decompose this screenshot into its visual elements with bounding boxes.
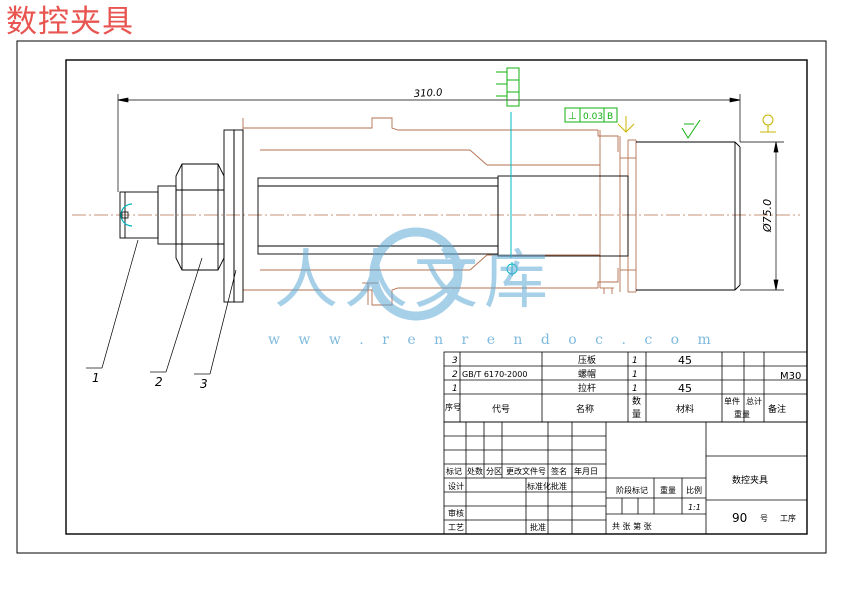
approve-label-top: 批准 — [551, 481, 567, 491]
bom-header-unit: 单件 — [724, 396, 740, 406]
number-value: 90 — [732, 511, 747, 525]
tolerance-frame — [564, 107, 618, 123]
balloon-3: 3 — [200, 377, 208, 391]
bom-header-no: 序号 — [445, 402, 461, 412]
bom-row-2-code: GB/T 6170-2000 — [462, 370, 527, 379]
sheets-label: 共 张 第 张 — [612, 521, 652, 531]
check-label: 审核 — [448, 508, 464, 518]
pressure-plate — [223, 129, 244, 303]
rev-label-mark: 标记 — [446, 466, 462, 476]
bom-row-3-qty: 1 — [632, 356, 638, 366]
bom-row-2-qty: 1 — [632, 370, 638, 380]
drawing-name: 数控夹具 — [732, 474, 768, 486]
inner-border — [65, 59, 808, 535]
length-dimension — [117, 94, 741, 192]
fixture-body — [242, 117, 637, 306]
approve-label: 批准 — [530, 522, 546, 532]
centre-mark — [120, 203, 133, 227]
balloon-1: 1 — [92, 371, 100, 385]
bom-row-2-name: 螺帽 — [578, 368, 596, 380]
process-label: 工艺 — [448, 523, 464, 532]
rev-label-count: 处数 — [467, 466, 483, 476]
weight-label: 重量 — [660, 485, 676, 495]
tolerance-symbol: ⊥ — [568, 111, 577, 122]
watermark-logo: 人人文库 — [274, 227, 554, 321]
watermark-text: 人人文库 — [274, 244, 554, 318]
datum-symbol-top — [496, 67, 520, 107]
bom-header-remark: 备注 — [768, 403, 786, 415]
hex-nut — [175, 163, 225, 271]
scale-value: 1:1 — [688, 503, 701, 512]
process-step-label: 工序 — [780, 513, 796, 523]
bom-row-3-material: 45 — [678, 354, 692, 367]
standardize-label: 标准化 — [527, 481, 551, 491]
title-block-labels: 标记 处数 分区 更改文件号 签名 年月日 设计 标准化 批准 审核 工艺 批准… — [446, 466, 796, 532]
bom-row-1-material: 45 — [678, 382, 692, 395]
balloon-2: 2 — [155, 375, 163, 389]
watermark-url: w w w . r e n r e n d o c . c o m — [268, 332, 718, 348]
length-dimension-label: 310.0 — [414, 88, 443, 100]
design-label: 设计 — [448, 481, 464, 491]
bom-row-1-name: 拉杆 — [578, 382, 596, 394]
datum-line — [506, 112, 518, 276]
tolerance-value: 0.03 — [583, 112, 603, 122]
diameter-dimension-label: Ø75.0 — [761, 199, 774, 233]
leader-lines — [86, 239, 237, 375]
page-title: 数控夹具 — [6, 4, 134, 40]
bom-row-2-remark: M30 — [780, 371, 801, 382]
bom-header-code: 代号 — [492, 404, 510, 415]
diameter-dimension — [740, 141, 784, 291]
number-label: 号 — [760, 514, 768, 523]
work-piece — [636, 141, 741, 291]
bom-header-qty-2: 量 — [632, 409, 641, 420]
bom-row-3-name: 压板 — [578, 354, 596, 366]
stage-mark-label: 阶段标记 — [616, 485, 648, 495]
surface-finish-icon — [681, 119, 701, 139]
bom-row-2-no: 2 — [452, 370, 458, 380]
rev-label-sign: 签名 — [551, 466, 567, 476]
bom-row-3-no: 3 — [452, 356, 458, 366]
bom-header-name: 名称 — [576, 403, 594, 415]
clamp-symbol-icon — [617, 116, 635, 133]
bom-header-material: 材料 — [676, 403, 694, 415]
scale-label: 比例 — [686, 485, 702, 495]
bom-header-qty-1: 数 — [632, 395, 641, 407]
rev-label-zone: 分区 — [486, 467, 502, 476]
bom-header-weight: 重量 — [734, 409, 750, 419]
outer-border — [16, 40, 827, 554]
tolerance-datum: B — [607, 112, 613, 122]
support-symbol-icon — [760, 114, 776, 133]
rev-label-date: 年月日 — [574, 466, 598, 476]
title-block-grid — [443, 421, 808, 535]
bom-row-1-qty: 1 — [632, 384, 638, 394]
rev-label-doc: 更改文件号 — [506, 466, 546, 476]
bom-header-total: 总计 — [746, 396, 762, 406]
bom-table — [443, 351, 808, 423]
bom-row-1-no: 1 — [452, 384, 458, 394]
watermark-circle-icon — [369, 227, 463, 321]
bom-rows: 3 压板 1 45 2 GB/T 6170-2000 螺帽 1 M30 1 拉杆… — [445, 354, 801, 420]
